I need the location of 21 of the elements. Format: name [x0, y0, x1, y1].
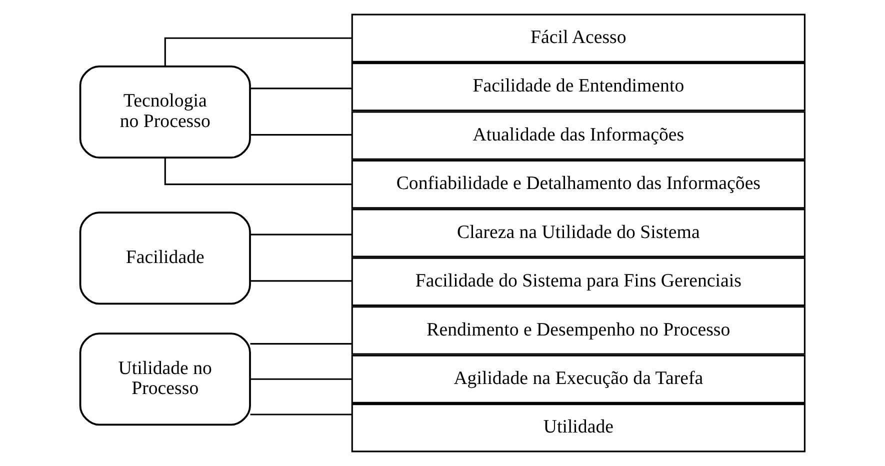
- connector: [164, 158, 352, 186]
- node-box: Utilidade no Processo: [79, 332, 251, 426]
- connector: [250, 378, 352, 380]
- node-box: Rendimento e Desempenho no Processo: [351, 306, 806, 355]
- connector: [250, 414, 352, 416]
- node-box: Utilidade: [351, 404, 806, 452]
- node-box: Atualidade das Informações: [351, 111, 806, 160]
- connector: [250, 134, 352, 136]
- node-box: Fácil Acesso: [351, 14, 806, 62]
- connector: [250, 88, 352, 90]
- node-box: Confiabilidade e Detalhamento das Informações: [351, 160, 806, 209]
- node-box: Agilidade na Execução da Tarefa: [351, 354, 806, 404]
- connector: [164, 37, 352, 66]
- connector: [250, 343, 352, 345]
- node-box: Facilidade de Entendimento: [351, 62, 806, 112]
- node-box: Facilidade: [79, 212, 251, 305]
- connector: [250, 280, 352, 282]
- node-box: Tecnologia no Processo: [79, 65, 251, 159]
- node-box: Facilidade do Sistema para Fins Gerenciais: [351, 257, 806, 306]
- node-box: Clareza na Utilidade do Sistema: [351, 208, 806, 258]
- connector: [250, 234, 352, 236]
